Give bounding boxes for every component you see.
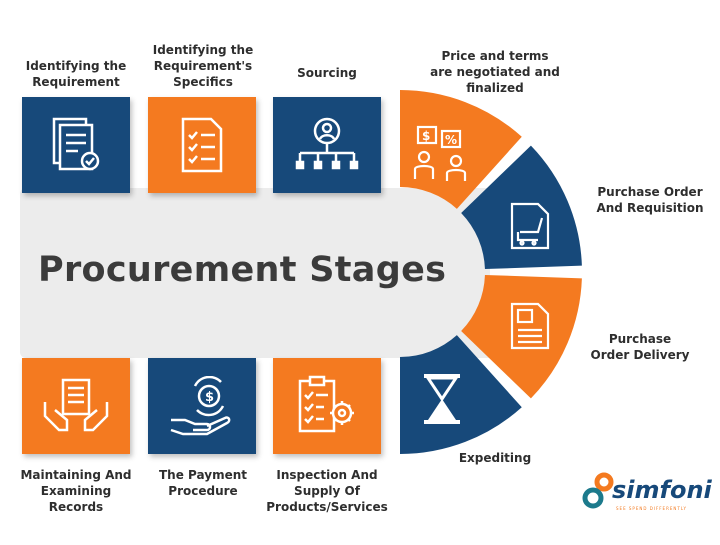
records-hands-icon — [43, 378, 109, 432]
payment-hand-icon: $ — [170, 376, 231, 436]
svg-text:%: % — [445, 133, 457, 147]
stage-label-records: Maintaining And Examining Records — [20, 468, 132, 514]
negotiation-icon: $ % — [413, 125, 467, 181]
stage-label-purchase-order-delivery: Purchase Order Delivery — [590, 332, 690, 362]
logo-name: simfoni — [612, 476, 712, 504]
svg-text:$: $ — [422, 129, 430, 143]
page-title: Procurement Stages — [38, 250, 447, 290]
cart-document-icon — [510, 202, 550, 250]
stage-label-requirement-specifics: Identifying the Requirement's Specifics — [152, 43, 254, 89]
stage-tile-sourcing — [273, 97, 381, 193]
checklist-icon — [181, 117, 223, 173]
stage-tile-requirement-specifics — [148, 97, 256, 193]
stage-tile-identifying-requirement — [22, 97, 130, 193]
stage-label-payment: The Payment Procedure — [159, 468, 247, 498]
arc-segment-2 — [461, 145, 582, 270]
document-check-icon — [52, 117, 100, 171]
stage-label-inspection: Inspection And Supply Of Products/Servic… — [266, 468, 388, 514]
logo-mark-icon — [582, 472, 614, 509]
invoice-icon — [510, 302, 550, 350]
org-chart-icon — [295, 117, 359, 170]
svg-text:$: $ — [205, 390, 214, 405]
stage-tile-records — [22, 358, 130, 454]
stage-tile-payment: $ — [148, 358, 256, 454]
arc-segment-4 — [400, 335, 522, 454]
stage-label-expediting: Expediting — [458, 451, 532, 465]
inspection-clipboard-icon — [298, 375, 354, 433]
stage-label-sourcing: Sourcing — [297, 66, 357, 80]
arc-segment-1 — [400, 90, 522, 209]
stage-label-purchase-order-requisition: Purchase Order And Requisition — [596, 185, 704, 215]
simfoni-logo: simfoni SEE SPEND DIFFERENTLY — [582, 470, 712, 515]
stage-tile-inspection — [273, 358, 381, 454]
center-band — [20, 188, 490, 358]
stage-label-identifying-requirement: Identifying the Requirement — [25, 59, 127, 89]
logo-tagline: SEE SPEND DIFFERENTLY — [616, 506, 687, 511]
hourglass-icon — [424, 374, 460, 424]
stage-label-negotiation: Price and terms are negotiated and final… — [430, 49, 560, 95]
